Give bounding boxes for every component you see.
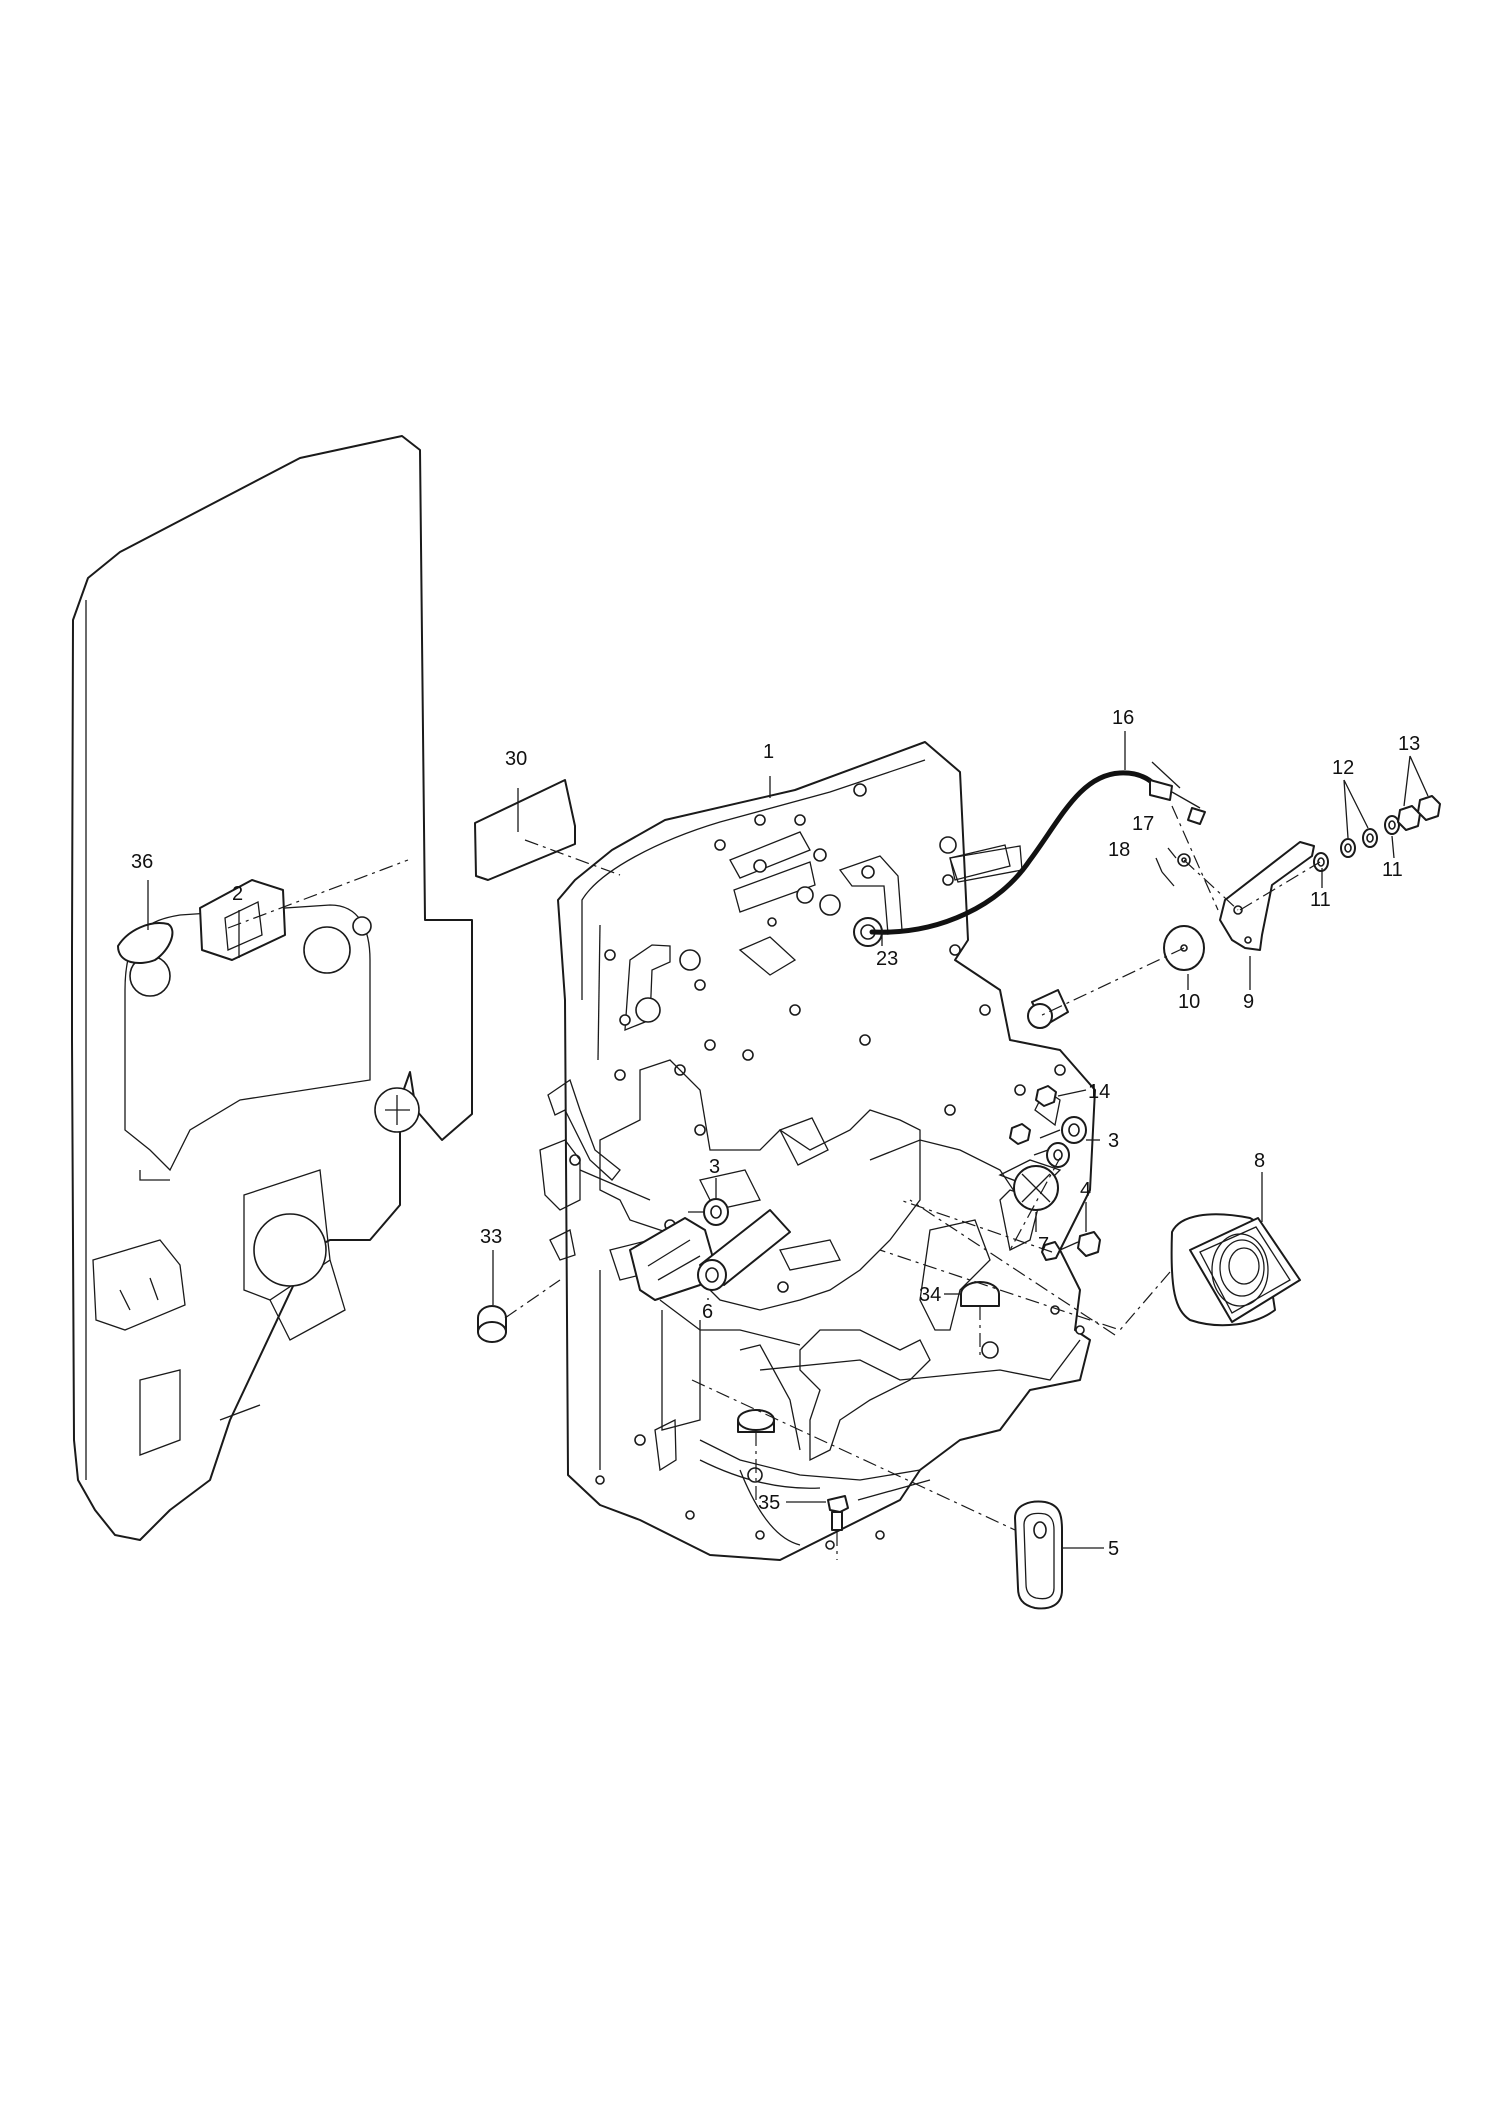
callout-34: 34	[919, 1284, 941, 1306]
callout-18: 18	[1108, 839, 1130, 861]
leader-lines	[147, 731, 1429, 1549]
callout-23: 23	[876, 948, 898, 970]
callout-3-left: 3	[709, 1156, 720, 1178]
gasket-36-part	[117, 922, 174, 964]
gasket-5-part	[1014, 1500, 1063, 1610]
callout-11-left: 11	[1310, 889, 1331, 911]
assembly-lines	[227, 805, 1321, 1560]
washer-12-part	[1340, 828, 1378, 858]
callout-17: 17	[1132, 813, 1154, 835]
main-panel-part	[539, 741, 1096, 1561]
washer-11b-part	[1384, 815, 1400, 835]
callout-30: 30	[505, 748, 527, 770]
pin-18-part	[1161, 871, 1175, 887]
cover-7-part	[1013, 1165, 1059, 1211]
washer-11-part	[1313, 852, 1329, 872]
boot-8-part	[1170, 1213, 1301, 1327]
callout-35: 35	[758, 1492, 780, 1514]
screw-3b-part	[688, 1198, 729, 1226]
callout-33: 33	[480, 1226, 502, 1248]
callout-labels: 1 2 3 3 4 5 6 7 8 9 10 11 11 12 13 14 16…	[131, 707, 1420, 1560]
callout-5: 5	[1108, 1538, 1119, 1560]
callout-10: 10	[1178, 991, 1200, 1013]
grommet-23-part	[853, 917, 883, 947]
callout-1: 1	[763, 741, 774, 763]
spacer-right-part	[1027, 989, 1069, 1029]
callout-36: 36	[131, 851, 153, 873]
bushing-33-part	[477, 1305, 507, 1343]
callout-12: 12	[1332, 757, 1354, 779]
callout-11-right: 11	[1382, 859, 1403, 881]
label-30-part	[474, 779, 576, 881]
nut-14-part	[1009, 1085, 1057, 1145]
callout-6: 6	[702, 1301, 713, 1323]
bolt-35-part	[827, 1495, 849, 1531]
callout-14: 14	[1088, 1081, 1110, 1103]
spacer-part	[697, 1209, 791, 1291]
callout-13: 13	[1398, 733, 1420, 755]
nut-13-part	[1397, 795, 1441, 831]
callout-3-right: 3	[1108, 1130, 1119, 1152]
rubber-pad-6-part	[629, 1217, 716, 1301]
callout-4: 4	[1080, 1179, 1091, 1201]
plug-34-part	[737, 1281, 1000, 1433]
cable-16-part	[869, 770, 1206, 935]
insulation-mat-part	[71, 435, 473, 1541]
callout-2: 2	[232, 883, 243, 905]
callout-8: 8	[1254, 1150, 1265, 1172]
screw-4-part	[1041, 1231, 1101, 1261]
callout-16: 16	[1112, 707, 1134, 729]
callout-9: 9	[1243, 991, 1254, 1013]
screw-3-part	[1033, 1116, 1087, 1168]
callout-7: 7	[1038, 1234, 1049, 1256]
bracket-9-part	[1219, 841, 1315, 951]
